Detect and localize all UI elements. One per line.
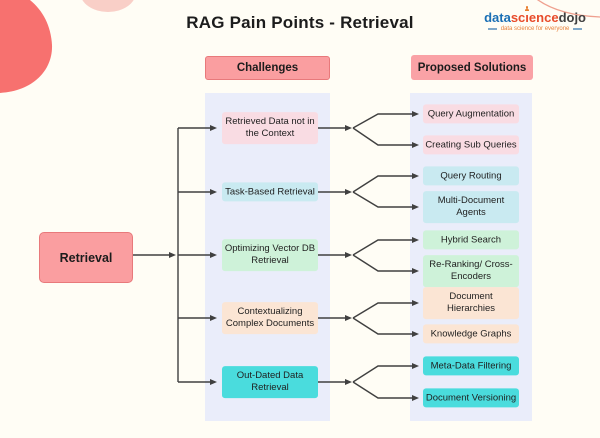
- solutions-header: Proposed Solutions: [411, 55, 533, 80]
- connector-line: [352, 127, 419, 148]
- solution-node: Document Versioning: [423, 388, 519, 408]
- solution-node: Multi-Document Agents: [423, 191, 519, 223]
- challenge-node: Optimizing Vector DB Retrieval: [222, 239, 318, 271]
- solution-node: Re-Ranking/ Cross-Encoders: [423, 255, 519, 287]
- challenge-node: Retrieved Data not in the Context: [222, 112, 318, 144]
- solution-node: Query Augmentation: [423, 104, 519, 124]
- connector-line: [352, 237, 419, 256]
- connector-line: [352, 254, 419, 274]
- solution-node: Knowledge Graphs: [423, 324, 519, 344]
- retrieval-root-node: Retrieval: [39, 232, 133, 283]
- challenges-header: Challenges: [205, 56, 330, 80]
- connector-line: [352, 191, 419, 210]
- logo-word-data: data: [484, 10, 511, 25]
- connector-line: [352, 173, 419, 193]
- tagline-dash-left: [487, 28, 497, 30]
- connector-line: [352, 381, 419, 401]
- page-title: RAG Pain Points - Retrieval: [186, 13, 414, 32]
- solution-node: Query Routing: [423, 166, 519, 186]
- tagline-text: data science for everyone: [500, 26, 570, 32]
- connector-line: [352, 111, 419, 129]
- challenge-node: Task-Based Retrieval: [222, 182, 318, 202]
- solution-node: Meta-Data Filtering: [423, 356, 519, 376]
- light-pink-blob: [82, 0, 134, 12]
- solution-node: Creating Sub Queries: [423, 135, 519, 155]
- solution-node: Hybrid Search: [423, 230, 519, 250]
- challenge-node: Out-Dated Data Retrieval: [222, 366, 318, 398]
- logo-word-dojo: dojo: [558, 10, 586, 25]
- solution-node: Document Hierarchies: [423, 287, 519, 319]
- tagline-dash-right: [573, 28, 583, 30]
- connector-line: [352, 317, 419, 337]
- brand-tagline: data science for everyone: [484, 26, 586, 32]
- connector-line: [352, 363, 419, 383]
- person-icon: [524, 6, 530, 12]
- connector-line: [352, 300, 419, 319]
- challenge-node: Contextualizing Complex Documents: [222, 302, 318, 334]
